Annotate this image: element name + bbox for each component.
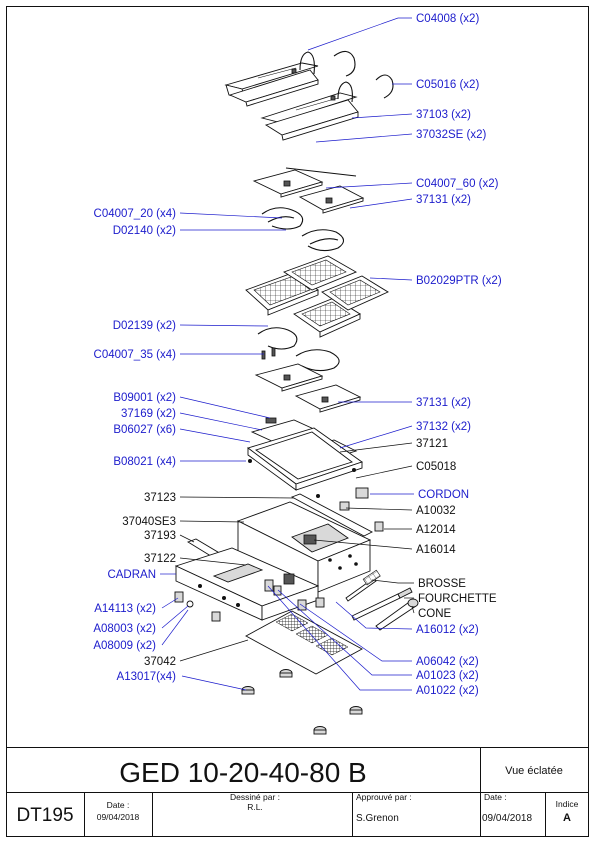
label-a01023: A01023 (x2)	[416, 670, 479, 682]
bottom-plate-37042	[245, 610, 363, 675]
label-a14113: A14113 (x2)	[94, 603, 156, 615]
label-37131-top: 37131 (x2)	[416, 194, 471, 206]
accessory-cone	[375, 598, 419, 631]
date-value: 09/04/2018	[97, 812, 140, 822]
resistor-d02140-a	[261, 207, 304, 230]
label-37123: 37123	[144, 492, 176, 504]
approved-by-label: Approuvé par :	[356, 792, 412, 802]
label-cone: CONE	[418, 608, 452, 620]
approval-date-label: Date :	[484, 792, 507, 802]
bar-37123	[290, 493, 373, 537]
hinge-rod	[285, 167, 357, 177]
label-37193: 37193	[144, 530, 176, 542]
label-37132: 37132 (x2)	[416, 421, 471, 433]
label-a16014: A16014	[416, 544, 456, 556]
label-b09001: B09001 (x2)	[113, 392, 176, 404]
resistor-d02140-b	[301, 229, 345, 252]
accessory-fourchette	[351, 587, 413, 621]
label-a16012: A16012 (x2)	[416, 624, 479, 636]
label-a08003: A08003 (x2)	[93, 623, 156, 635]
waffle-plates-b02029ptr	[245, 255, 389, 338]
accessory-brosse	[345, 569, 381, 602]
spring-c05016-a	[333, 50, 356, 77]
spring-c05016-b	[375, 74, 394, 99]
label-d02140: D02140 (x2)	[113, 225, 176, 237]
view-type: Vue éclatée	[505, 765, 563, 777]
label-a08009: A08009 (x2)	[93, 640, 156, 652]
clip-c04008-b	[337, 81, 353, 103]
label-37131-bottom: 37131 (x2)	[416, 397, 471, 409]
label-a10032: A10032	[416, 505, 456, 517]
clip-c04008-a	[299, 51, 315, 75]
label-37032se: 37032SE (x2)	[416, 129, 486, 141]
index-label: Indice	[556, 799, 579, 809]
model-title: GED 10-20-40-80 B	[119, 757, 366, 788]
label-a13017: A13017(x4)	[117, 671, 177, 683]
leader-lines	[160, 17, 415, 691]
label-37040se3: 37040SE3	[122, 516, 176, 528]
label-a12014: A12014	[416, 524, 456, 536]
drawn-by-value: R.L.	[247, 802, 263, 812]
label-fourchette: FOURCHETTE	[418, 593, 497, 605]
front-panel-37122	[174, 547, 320, 621]
label-b02029ptr: B02029PTR (x2)	[416, 275, 502, 287]
date-label: Date :	[107, 800, 130, 810]
label-a01022: A01022 (x2)	[416, 685, 479, 697]
index-value: A	[563, 812, 571, 824]
label-c04007-35: C04007_35 (x4)	[94, 349, 177, 361]
label-37103: 37103 (x2)	[416, 109, 471, 121]
label-c04008: C04008 (x2)	[416, 13, 479, 25]
parts-illustration	[174, 50, 419, 735]
drawing-frame	[6, 6, 589, 837]
label-cordon: CORDON	[418, 489, 469, 501]
label-37169: 37169 (x2)	[121, 408, 176, 420]
label-brosse: BROSSE	[418, 578, 466, 590]
label-d02139: D02139 (x2)	[113, 320, 176, 332]
label-c04007-60: C04007_60 (x2)	[416, 178, 499, 190]
cordon-connector	[355, 487, 369, 499]
title-block: GED 10-20-40-80 B Vue éclatée DT195 Date…	[6, 747, 589, 837]
label-c05016: C05016 (x2)	[416, 79, 479, 91]
approval-date-value: 09/04/2018	[482, 813, 532, 824]
main-body-37040se3	[236, 501, 372, 593]
knob-a14113	[174, 591, 184, 603]
resistor-d02139-b	[295, 349, 340, 372]
label-cadran: CADRAN	[107, 569, 156, 581]
label-b08021: B08021 (x4)	[113, 456, 176, 468]
label-a06042: A06042 (x2)	[416, 656, 479, 668]
drawn-by-label: Dessiné par :	[230, 792, 280, 802]
base-frame-37121	[247, 427, 363, 498]
label-37042: 37042	[144, 656, 176, 668]
label-c05018: C05018	[416, 461, 456, 473]
reference-labels: C04008 (x2) C05016 (x2) 37103 (x2) 37032…	[93, 13, 501, 697]
approved-by-value: S.Grenon	[356, 813, 399, 824]
feet-a13017	[241, 669, 363, 735]
label-c04007-20: C04007_20 (x4)	[94, 208, 177, 220]
drawing-number: DT195	[16, 805, 73, 826]
label-b06027: B06027 (x6)	[113, 424, 176, 436]
handle-assembly-37103	[224, 62, 359, 141]
resistor-d02139-a	[257, 327, 298, 350]
label-37121: 37121	[416, 438, 448, 450]
label-37122: 37122	[144, 553, 176, 565]
